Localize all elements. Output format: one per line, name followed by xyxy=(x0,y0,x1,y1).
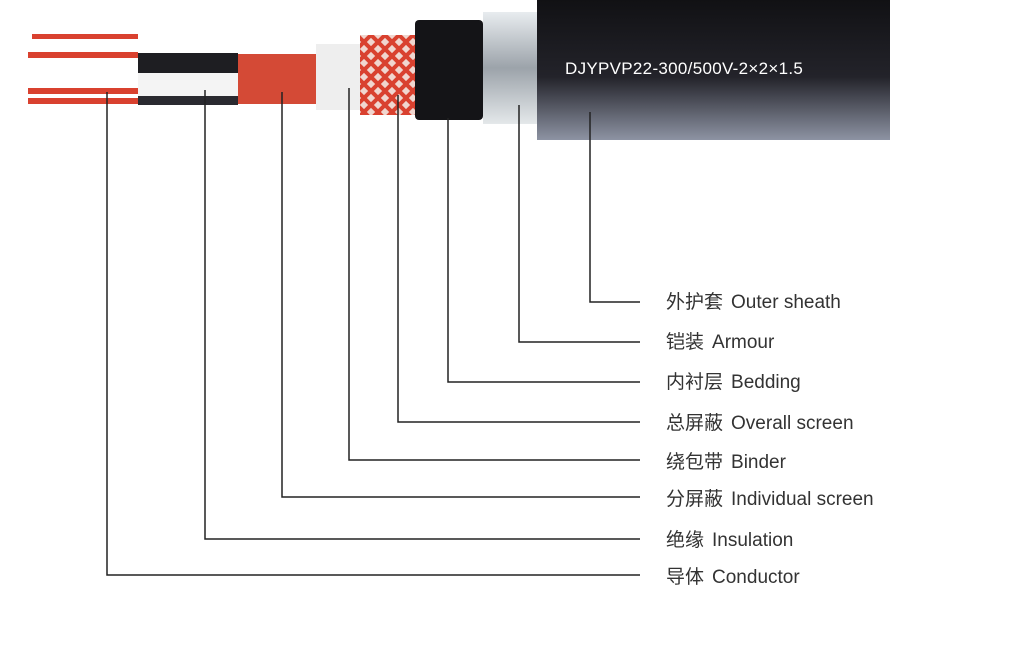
bedding-section xyxy=(415,20,483,120)
label-en: Individual screen xyxy=(731,489,874,510)
label-zh: 铠装 xyxy=(666,331,705,353)
label-zh: 外护套 xyxy=(666,291,724,313)
label-en: Armour xyxy=(712,332,775,353)
label-en: Insulation xyxy=(712,530,794,551)
label-en: Bedding xyxy=(731,372,801,393)
label-bedding: 内衬层 Bedding xyxy=(666,371,801,394)
label-zh: 绝缘 xyxy=(666,529,705,551)
insulation-section xyxy=(138,53,238,105)
conductor-wires xyxy=(28,34,138,104)
label-en: Outer sheath xyxy=(731,292,841,313)
label-zh: 导体 xyxy=(666,566,705,588)
leader-armour xyxy=(518,105,640,343)
label-zh: 绕包带 xyxy=(666,451,724,473)
label-zh: 分屏蔽 xyxy=(666,488,724,510)
armour-section xyxy=(483,12,538,124)
label-zh: 内衬层 xyxy=(666,371,724,393)
overall-screen-section xyxy=(360,35,416,115)
leader-outer-sheath xyxy=(589,112,640,303)
leader-conductor xyxy=(106,92,640,576)
outer-sheath-section xyxy=(537,0,890,140)
label-conductor: 导体 Conductor xyxy=(666,566,800,589)
label-individual-screen: 分屏蔽 Individual screen xyxy=(666,488,874,511)
label-binder: 绕包带 Binder xyxy=(666,451,786,474)
binder-section xyxy=(316,44,360,110)
cable-model-text: DJYPVP22-300/500V-2×2×1.5 xyxy=(565,59,804,78)
leader-individual-screen xyxy=(281,92,640,498)
leader-lines xyxy=(106,88,640,576)
leader-insulation xyxy=(204,90,640,540)
label-zh: 总屏蔽 xyxy=(666,412,724,434)
leader-overall-screen xyxy=(397,95,640,423)
leader-bedding xyxy=(447,118,640,383)
label-en: Overall screen xyxy=(731,413,854,434)
label-outer-sheath: 外护套 Outer sheath xyxy=(666,291,841,314)
label-overall-screen: 总屏蔽 Overall screen xyxy=(666,412,854,435)
individual-screen-section xyxy=(238,54,316,104)
label-en: Conductor xyxy=(712,567,800,588)
leader-binder xyxy=(348,88,640,461)
label-insulation: 绝缘 Insulation xyxy=(666,529,793,552)
label-armour: 铠装 Armour xyxy=(666,331,774,354)
label-en: Binder xyxy=(731,452,786,473)
